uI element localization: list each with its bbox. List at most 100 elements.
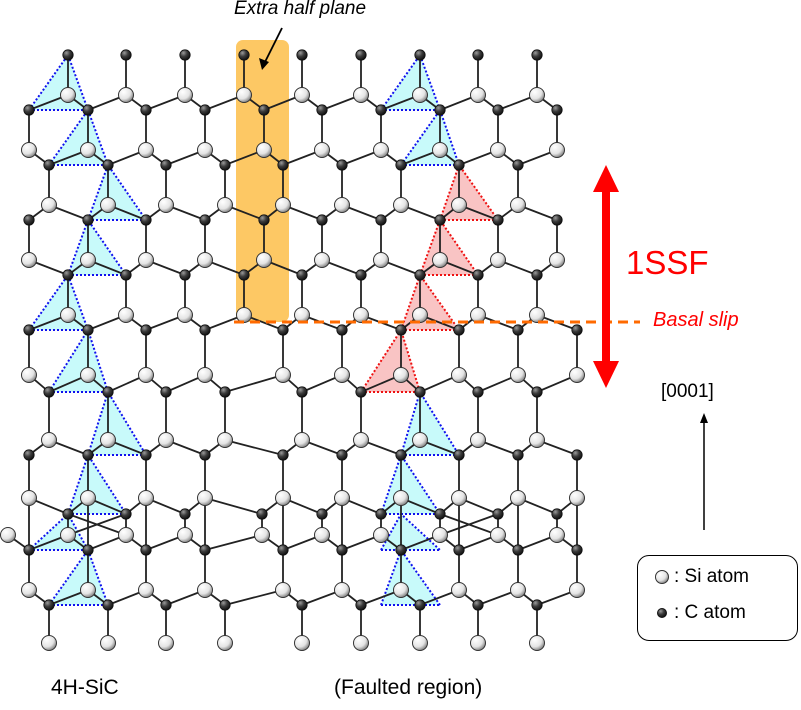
si-atom <box>569 367 585 383</box>
c-atom <box>199 214 211 226</box>
tetrahedron-red <box>439 162 499 221</box>
si-atom <box>118 527 134 543</box>
si-atom <box>314 142 330 158</box>
c-atom <box>395 159 407 171</box>
si-atom <box>21 367 37 383</box>
si-atom <box>100 197 116 213</box>
si-atom <box>490 527 506 543</box>
tetrahedron-blue <box>48 327 109 393</box>
si-atom <box>80 490 96 506</box>
si-atom <box>353 87 369 103</box>
tetrahedron-blue <box>28 512 89 551</box>
si-atom <box>158 635 174 651</box>
si-atom <box>138 252 154 268</box>
c-atom <box>414 269 426 281</box>
si-atom <box>470 307 486 323</box>
c-atom <box>238 269 250 281</box>
c-atom <box>395 544 407 556</box>
c-atom <box>472 269 484 281</box>
si-atom <box>41 635 57 651</box>
si-atom <box>412 307 428 323</box>
c-atom <box>23 449 35 461</box>
si-atom <box>158 197 174 213</box>
si-atom <box>21 582 37 598</box>
si-atom <box>510 197 526 213</box>
si-atom <box>236 307 252 323</box>
c-atom <box>296 599 308 611</box>
bond <box>224 374 284 393</box>
si-atom <box>334 197 350 213</box>
si-atom <box>177 527 193 543</box>
si-atom <box>510 582 526 598</box>
si-atom <box>80 252 96 268</box>
atoms-layer <box>0 49 585 651</box>
c-atom <box>571 449 583 461</box>
si-atom <box>314 252 330 268</box>
c-atom <box>355 599 367 611</box>
si-atom <box>451 367 467 383</box>
si-atom <box>294 635 310 651</box>
si-atom <box>217 635 233 651</box>
legend-item-si: : Si atom <box>654 566 749 588</box>
c-atom <box>512 449 524 461</box>
tetrahedron-red <box>360 327 421 393</box>
si-atom <box>353 432 369 448</box>
c-atom <box>336 159 348 171</box>
c-atom <box>160 599 172 611</box>
bond <box>67 513 127 536</box>
si-atom <box>334 582 350 598</box>
c-atom <box>414 599 426 611</box>
si-atom <box>294 87 310 103</box>
si-atom <box>197 252 213 268</box>
si-atom <box>138 367 154 383</box>
c-atom <box>551 214 563 226</box>
c-atom <box>453 159 465 171</box>
c-atom <box>43 599 55 611</box>
c-atom <box>571 544 583 556</box>
si-atom <box>41 197 57 213</box>
si-atom <box>549 142 565 158</box>
si-atom <box>236 87 252 103</box>
si-atom <box>451 582 467 598</box>
si-atom <box>80 367 96 383</box>
c-atom <box>336 544 348 556</box>
si-atom <box>393 582 409 598</box>
c-atom <box>199 324 211 336</box>
si-atom <box>118 307 134 323</box>
si-atom <box>275 490 291 506</box>
si-atom <box>412 635 428 651</box>
c-atom <box>179 269 191 281</box>
c-atom <box>199 449 211 461</box>
c-atom <box>120 269 132 281</box>
si-atom <box>373 252 389 268</box>
si-atom <box>373 527 389 543</box>
si-atom <box>314 527 330 543</box>
si-atom <box>432 142 448 158</box>
half-plane-band <box>236 40 289 322</box>
si-atom <box>432 527 448 543</box>
c-atom <box>82 104 94 116</box>
si-atom <box>451 490 467 506</box>
tetrahedron-red <box>419 217 479 276</box>
c-atom-icon <box>657 608 667 618</box>
c-atom <box>160 159 172 171</box>
si-atom <box>197 142 213 158</box>
si-atom <box>549 527 565 543</box>
direction-label: [0001] <box>661 381 714 402</box>
si-atom <box>529 307 545 323</box>
si-atom <box>197 582 213 598</box>
c-atom <box>375 214 387 226</box>
si-atom <box>118 87 134 103</box>
tetrahedron-blue <box>380 452 441 515</box>
bond <box>224 589 284 606</box>
c-atom <box>531 599 543 611</box>
pointer-arrow-shaft <box>264 27 283 63</box>
si-atom <box>529 87 545 103</box>
c-atom <box>258 104 270 116</box>
c-atom <box>296 386 308 398</box>
c-atom <box>512 324 524 336</box>
c-atom <box>512 544 524 556</box>
si-atom <box>569 582 585 598</box>
si-atom <box>334 367 350 383</box>
c-atom <box>531 269 543 281</box>
